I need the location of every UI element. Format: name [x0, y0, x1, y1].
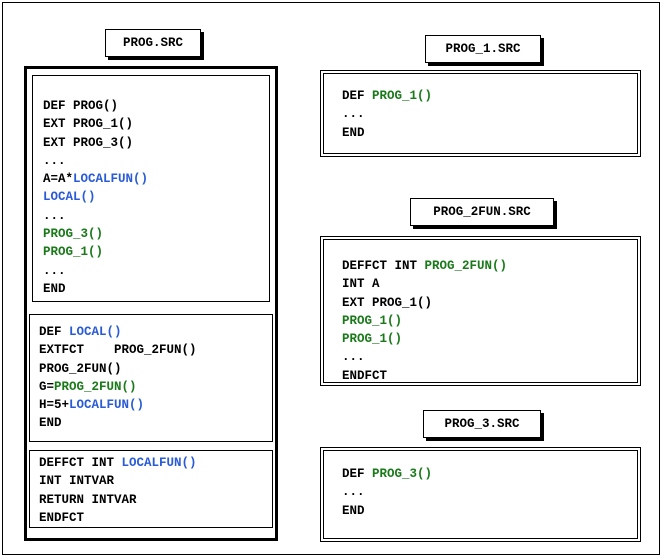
external-call-token: PROG_1() [342, 332, 403, 347]
code-token: DEF [39, 325, 70, 339]
code-token: PROG_2FUN() [39, 361, 122, 376]
code-line: DEFFCT INT LOCALFUN() [39, 454, 197, 472]
code-token: A=A* [43, 172, 74, 187]
code-token: ... [342, 485, 365, 500]
file-box-prog: DEF PROG() EXT PROG_1() EXT PROG_3()... A=A… [24, 66, 278, 541]
code-line: PROG_1() [342, 312, 507, 330]
code-line: G=PROG_2FUN() [39, 378, 197, 396]
external-call-token: PROG_3() [43, 227, 104, 242]
code-line: ... [43, 152, 148, 170]
code-line: PROG_3() [43, 225, 148, 243]
code-token: ENDFCT [39, 510, 85, 525]
code-token: END [39, 416, 62, 431]
code-lines: DEFFCT INT LOCALFUN() INT INTVAR RETURN IN… [39, 454, 197, 527]
code-line: EXT PROG_3() [43, 134, 148, 152]
code-token: ENDFCT [342, 368, 388, 383]
code-token: END [43, 281, 66, 296]
code-token: DEF [342, 467, 373, 481]
code-lines: DEF PROG_3()... END [342, 465, 432, 520]
external-call-token: PROG_1() [43, 245, 104, 260]
code-token: DEF PROG() [43, 99, 119, 113]
external-call-token: PROG_2FUN() [424, 259, 508, 273]
code-line: DEFFCT INT PROG_2FUN() [342, 257, 507, 275]
code-line: DEF LOCAL() [39, 323, 197, 341]
local-call-token: LOCALFUN() [69, 398, 145, 413]
code-token: ... [43, 153, 66, 168]
file-label-prog-2fun: PROG_2FUN.SRC [410, 198, 554, 226]
code-line: H=5+LOCALFUN() [39, 396, 197, 414]
code-line: INT A [342, 275, 507, 293]
file-box-prog-1: DEF PROG_1()... END [320, 70, 641, 157]
code-line: ... [43, 207, 148, 225]
local-call-token: LOCAL() [43, 190, 96, 205]
code-token: H=5+ [39, 398, 70, 413]
file-label-prog-1: PROG_1.SRC [425, 35, 541, 63]
code-line: LOCAL() [43, 188, 148, 206]
code-line: RETURN INTVAR [39, 491, 197, 509]
code-line: ... [43, 262, 148, 280]
code-lines: DEFFCT INT PROG_2FUN() INT A EXT PROG_1() P… [342, 257, 507, 385]
code-token: ... [342, 107, 365, 122]
code-token: INT INTVAR [39, 474, 115, 489]
file-box-prog-3: DEF PROG_3()... END [320, 447, 641, 542]
code-token: ... [342, 350, 365, 365]
code-block-localfun: DEFFCT INT LOCALFUN() INT INTVAR RETURN IN… [29, 450, 273, 528]
file-label-prog-3: PROG_3.SRC [423, 410, 541, 438]
diagram-frame [2, 2, 660, 555]
code-token: EXT PROG_1() [342, 295, 433, 310]
external-call-token: PROG_2FUN() [54, 379, 137, 394]
code-line: DEF PROG() [43, 97, 148, 115]
code-lines: DEF LOCAL() EXTFCT PROG_2FUN() PROG_2FUN()… [39, 323, 197, 433]
code-token: DEFFCT INT [342, 259, 425, 273]
code-line: EXT PROG_1() [43, 115, 148, 133]
code-line: END [342, 124, 432, 142]
code-token: ... [43, 263, 66, 278]
code-line: ENDFCT [39, 509, 197, 527]
code-lines: DEF PROG() EXT PROG_1() EXT PROG_3()... A=A… [43, 97, 148, 298]
local-call-token: LOCALFUN() [121, 456, 197, 470]
code-line: DEF PROG_1() [342, 87, 432, 105]
code-line: ... [342, 105, 432, 123]
code-line: ... [342, 483, 432, 501]
code-token: DEFFCT INT [39, 456, 122, 470]
code-line: PROG_2FUN() [39, 360, 197, 378]
code-line: PROG_1() [342, 330, 507, 348]
code-block-prog-main: DEF PROG() EXT PROG_1() EXT PROG_3()... A=A… [32, 75, 270, 302]
code-token: EXTFCT PROG_2FUN() [39, 343, 197, 358]
code-line: INT INTVAR [39, 472, 197, 490]
external-call-token: PROG_1() [342, 313, 403, 328]
code-token: INT A [342, 277, 380, 292]
code-token: EXT PROG_3() [43, 135, 134, 150]
code-token: RETURN INTVAR [39, 492, 137, 507]
code-line: END [39, 414, 197, 432]
external-call-token: PROG_1() [372, 89, 433, 103]
code-line: END [342, 502, 432, 520]
code-token: ... [43, 208, 66, 223]
code-line: EXT PROG_1() [342, 294, 507, 312]
code-token: END [342, 125, 365, 140]
code-lines: DEF PROG_1()... END [342, 87, 432, 142]
code-line: END [43, 280, 148, 298]
code-token: EXT PROG_1() [43, 117, 134, 132]
code-token: G= [39, 379, 55, 394]
code-line: EXTFCT PROG_2FUN() [39, 341, 197, 359]
file-label-prog: PROG.SRC [105, 29, 201, 57]
code-token: DEF [342, 89, 373, 103]
code-line: PROG_1() [43, 243, 148, 261]
code-line: DEF PROG_3() [342, 465, 432, 483]
code-line: ENDFCT [342, 367, 507, 385]
code-token: END [342, 503, 365, 518]
external-call-token: PROG_3() [372, 467, 433, 481]
code-line: A=A*LOCALFUN() [43, 170, 148, 188]
file-box-prog-2fun: DEFFCT INT PROG_2FUN() INT A EXT PROG_1() P… [320, 236, 641, 386]
code-line: ... [342, 348, 507, 366]
local-call-token: LOCAL() [69, 325, 122, 339]
local-call-token: LOCALFUN() [73, 172, 149, 187]
code-block-local: DEF LOCAL() EXTFCT PROG_2FUN() PROG_2FUN()… [29, 314, 273, 442]
